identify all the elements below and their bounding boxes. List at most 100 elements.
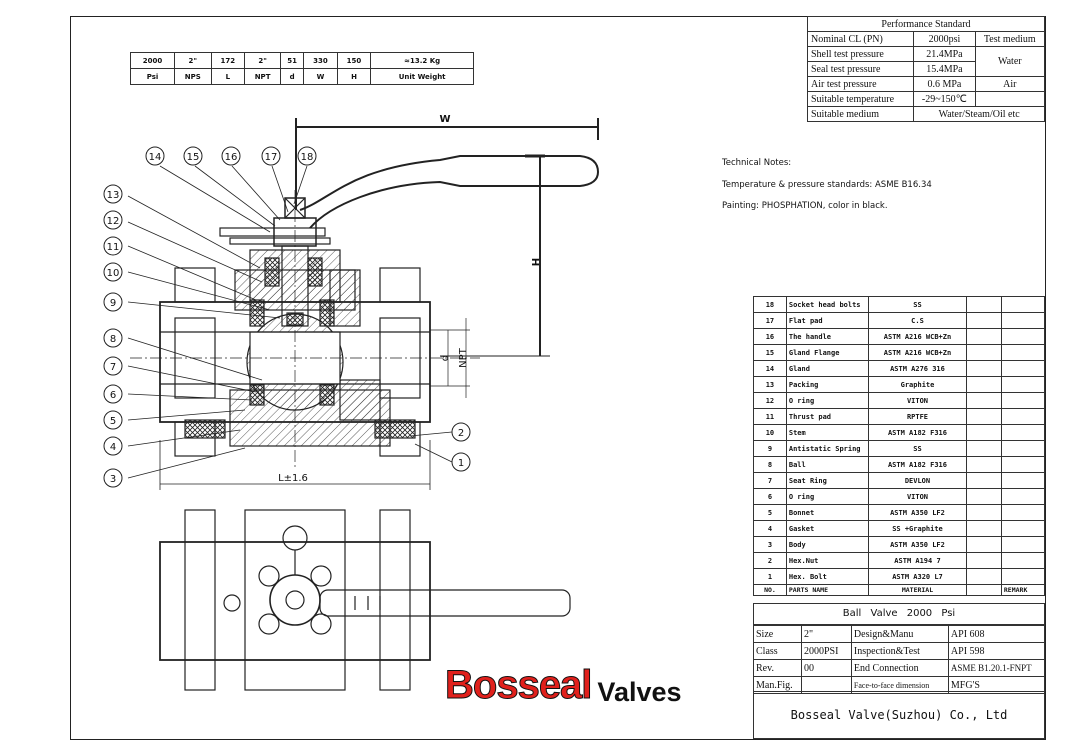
bom-name: Socket head bolts [785, 296, 870, 313]
bom-name: Antistatic Spring [785, 440, 870, 457]
balloon-5: 5 [110, 416, 116, 427]
balloon-3: 3 [110, 474, 116, 485]
bom-name: Bonnet [785, 504, 870, 521]
company-name: Bosseal Valve(Suzhou) Co., Ltd [753, 691, 1045, 739]
bom-no: 16 [753, 328, 787, 345]
bom-name: Gland [785, 360, 870, 377]
balloon-8: 8 [110, 334, 116, 345]
logo-suffix: Valves [597, 677, 682, 707]
balloon-1: 1 [458, 458, 464, 469]
bom-material: RPTFE [868, 408, 967, 425]
drawing-frame [70, 16, 1046, 740]
balloon-14: 14 [149, 152, 162, 163]
logo-brand: Bosseal [444, 663, 592, 708]
spec-values-row: 2000 2" 172 2" 51 330 150 ≈13.2 Kg [130, 52, 474, 69]
bom-no: 12 [753, 392, 787, 409]
bom-name: Hex.Nut [785, 552, 870, 569]
balloon-18: 18 [301, 152, 314, 163]
bom-name: Thrust pad [785, 408, 870, 425]
notes-standard: Temperature & pressure standards: ASME B… [722, 180, 932, 190]
bom-no: 5 [753, 504, 787, 521]
bom-material: ASTM A216 WCB+Zn [868, 328, 967, 345]
bom-material: ASTM A276 316 [868, 360, 967, 377]
bom-no: 14 [753, 360, 787, 377]
dim-l-label: L±1.6 [278, 473, 308, 484]
balloon-7: 7 [110, 362, 116, 373]
bom-material: SS +Graphite [868, 520, 967, 537]
bom-material: VITON [868, 392, 967, 409]
handle [299, 155, 600, 229]
bom-material: SS [868, 296, 967, 313]
bom-no: 9 [753, 440, 787, 457]
balloon-16: 16 [225, 152, 238, 163]
bom-no: 13 [753, 376, 787, 393]
bom-material: ASTM A182 F316 [868, 424, 967, 441]
balloon-15: 15 [187, 152, 200, 163]
bom-name: Seat Ring [785, 472, 870, 489]
balloon-13: 13 [107, 190, 120, 201]
bom-header-material: MATERIAL [868, 584, 967, 596]
bom-name: The handle [785, 328, 870, 345]
bom-no: 11 [753, 408, 787, 425]
bom-name: Body [785, 536, 870, 553]
title-block: Size 2" Design&Manu API 608 Class 2000PS… [753, 625, 1046, 694]
bom-name: Hex. Bolt [785, 568, 870, 585]
bom-no: 10 [753, 424, 787, 441]
bom-no: 4 [753, 520, 787, 537]
bom-header-remark: REMARK [1000, 584, 1046, 596]
bom-no: 8 [753, 456, 787, 473]
bom-no: 3 [753, 536, 787, 553]
spec-labels-row: Psi NPS L NPT d W H Unit Weight [130, 68, 474, 85]
balloon-11: 11 [107, 242, 120, 253]
bom-no: 17 [753, 312, 787, 329]
bom-name: Packing [785, 376, 870, 393]
balloon-17: 17 [265, 152, 278, 163]
dim-w-label: W [439, 114, 450, 125]
dim-npt-label: NPT [458, 347, 469, 368]
bom-no: 15 [753, 344, 787, 361]
balloon-9: 9 [110, 298, 116, 309]
bottom-view [159, 541, 431, 661]
bom-no: 6 [753, 488, 787, 505]
bom-material: ASTM A350 LF2 [868, 504, 967, 521]
balloon-4: 4 [110, 442, 116, 453]
balloon-2: 2 [458, 428, 464, 439]
product-title: Ball Valve 2000 Psi [753, 603, 1045, 625]
bom-material: DEVLON [868, 472, 967, 489]
bom-material: ASTM A194 7 [868, 552, 967, 569]
bom-name: Gland Flange [785, 344, 870, 361]
performance-table: Performance Standard Nominal CL (PN) 200… [806, 16, 1046, 122]
bom-header-name: PARTS NAME [785, 584, 870, 596]
bom-no: 1 [753, 568, 787, 585]
spec-table: 2000 2" 172 2" 51 330 150 ≈13.2 Kg Psi N… [130, 52, 474, 85]
notes-title: Technical Notes: [722, 158, 792, 168]
bom-name: Ball [785, 456, 870, 473]
bom-material: SS [868, 440, 967, 457]
balloon-6: 6 [110, 390, 116, 401]
bom-no: 2 [753, 552, 787, 569]
bom-material: Graphite [868, 376, 967, 393]
bom-no: 18 [753, 296, 787, 313]
dim-d-label: d [440, 355, 451, 361]
bom-material: ASTM A350 LF2 [868, 536, 967, 553]
